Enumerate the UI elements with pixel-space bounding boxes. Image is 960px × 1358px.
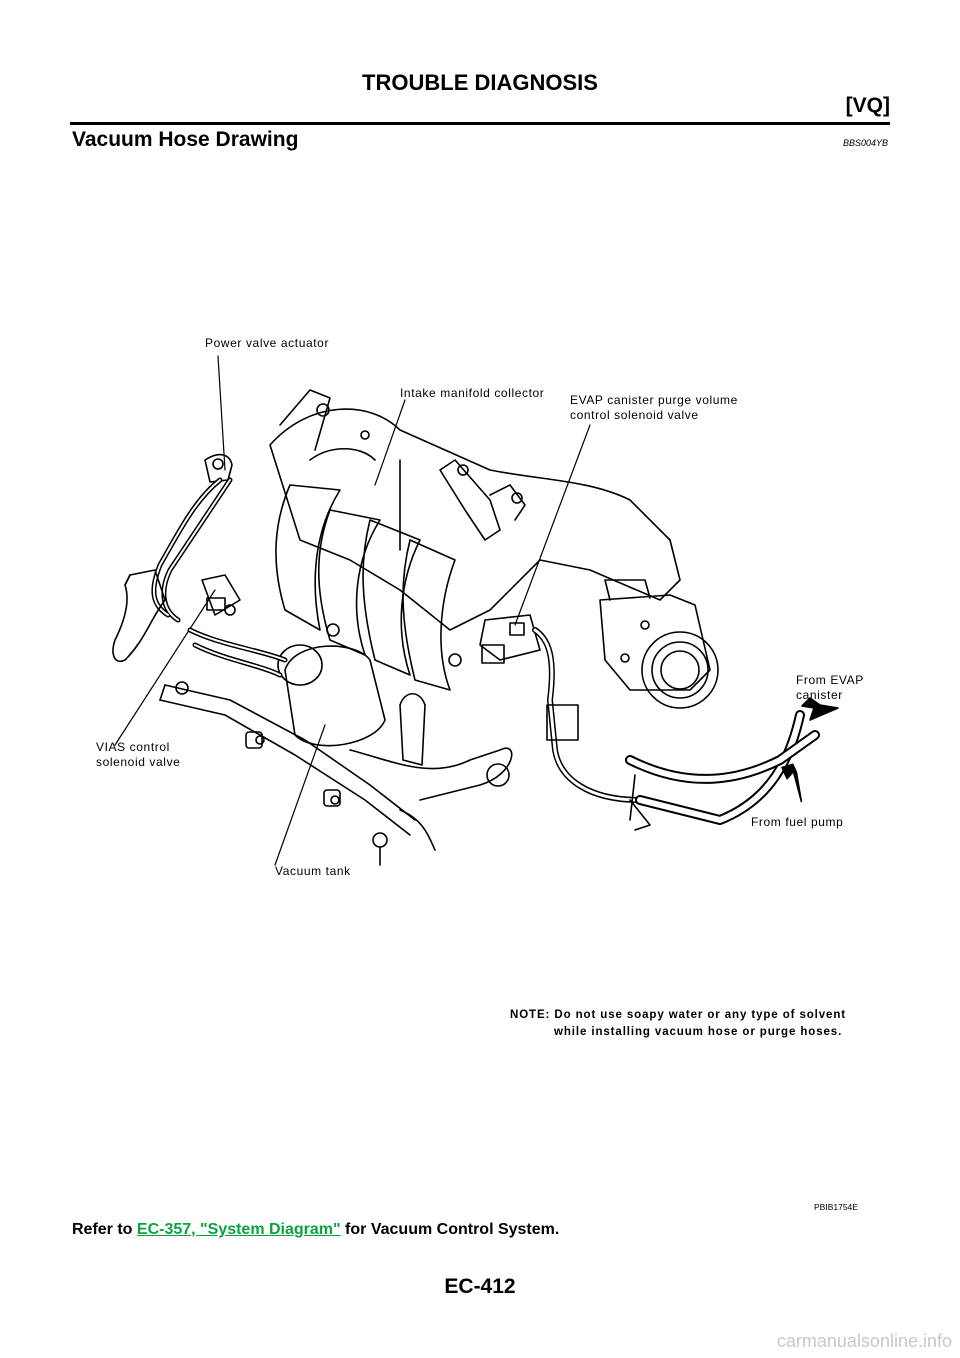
engine-illustration bbox=[112, 355, 839, 866]
refer-suffix: for Vacuum Control System. bbox=[340, 1221, 560, 1238]
refer-text: Refer to EC-357, "System Diagram" for Va… bbox=[72, 1221, 559, 1239]
page-header-title: TROUBLE DIAGNOSIS bbox=[362, 70, 598, 95]
label-from-evap-canister: From EVAP canister bbox=[796, 673, 864, 702]
label-evap-purge-valve: EVAP canister purge volume control solen… bbox=[570, 393, 738, 422]
note-line-1: NOTE: Do not use soapy water or any type… bbox=[510, 1009, 847, 1021]
label-from-fuel-pump: From fuel pump bbox=[751, 815, 844, 829]
figure-code: PBIB1754E bbox=[814, 1202, 858, 1212]
section-title: Vacuum Hose Drawing bbox=[72, 128, 299, 151]
header-rule bbox=[70, 122, 890, 125]
system-diagram-link[interactable]: EC-357, "System Diagram" bbox=[136, 1221, 341, 1238]
section-code: BBS004YB bbox=[842, 138, 888, 148]
label-power-valve-actuator: Power valve actuator bbox=[205, 336, 330, 350]
note-line-2: while installing vacuum hose or purge ho… bbox=[554, 1026, 843, 1038]
label-vacuum-tank: Vacuum tank bbox=[275, 864, 351, 878]
vacuum-hose-figure: Power valve actuator Intake manifold col… bbox=[70, 160, 890, 1220]
page-number: EC-412 bbox=[444, 1275, 516, 1298]
label-vias-solenoid: VIAS control solenoid valve bbox=[96, 740, 181, 769]
refer-prefix: Refer to bbox=[72, 1221, 137, 1238]
watermark: carmanualsonline.info bbox=[776, 1331, 952, 1351]
label-intake-manifold-collector: Intake manifold collector bbox=[400, 386, 545, 400]
engine-tag: [VQ] bbox=[845, 94, 890, 117]
